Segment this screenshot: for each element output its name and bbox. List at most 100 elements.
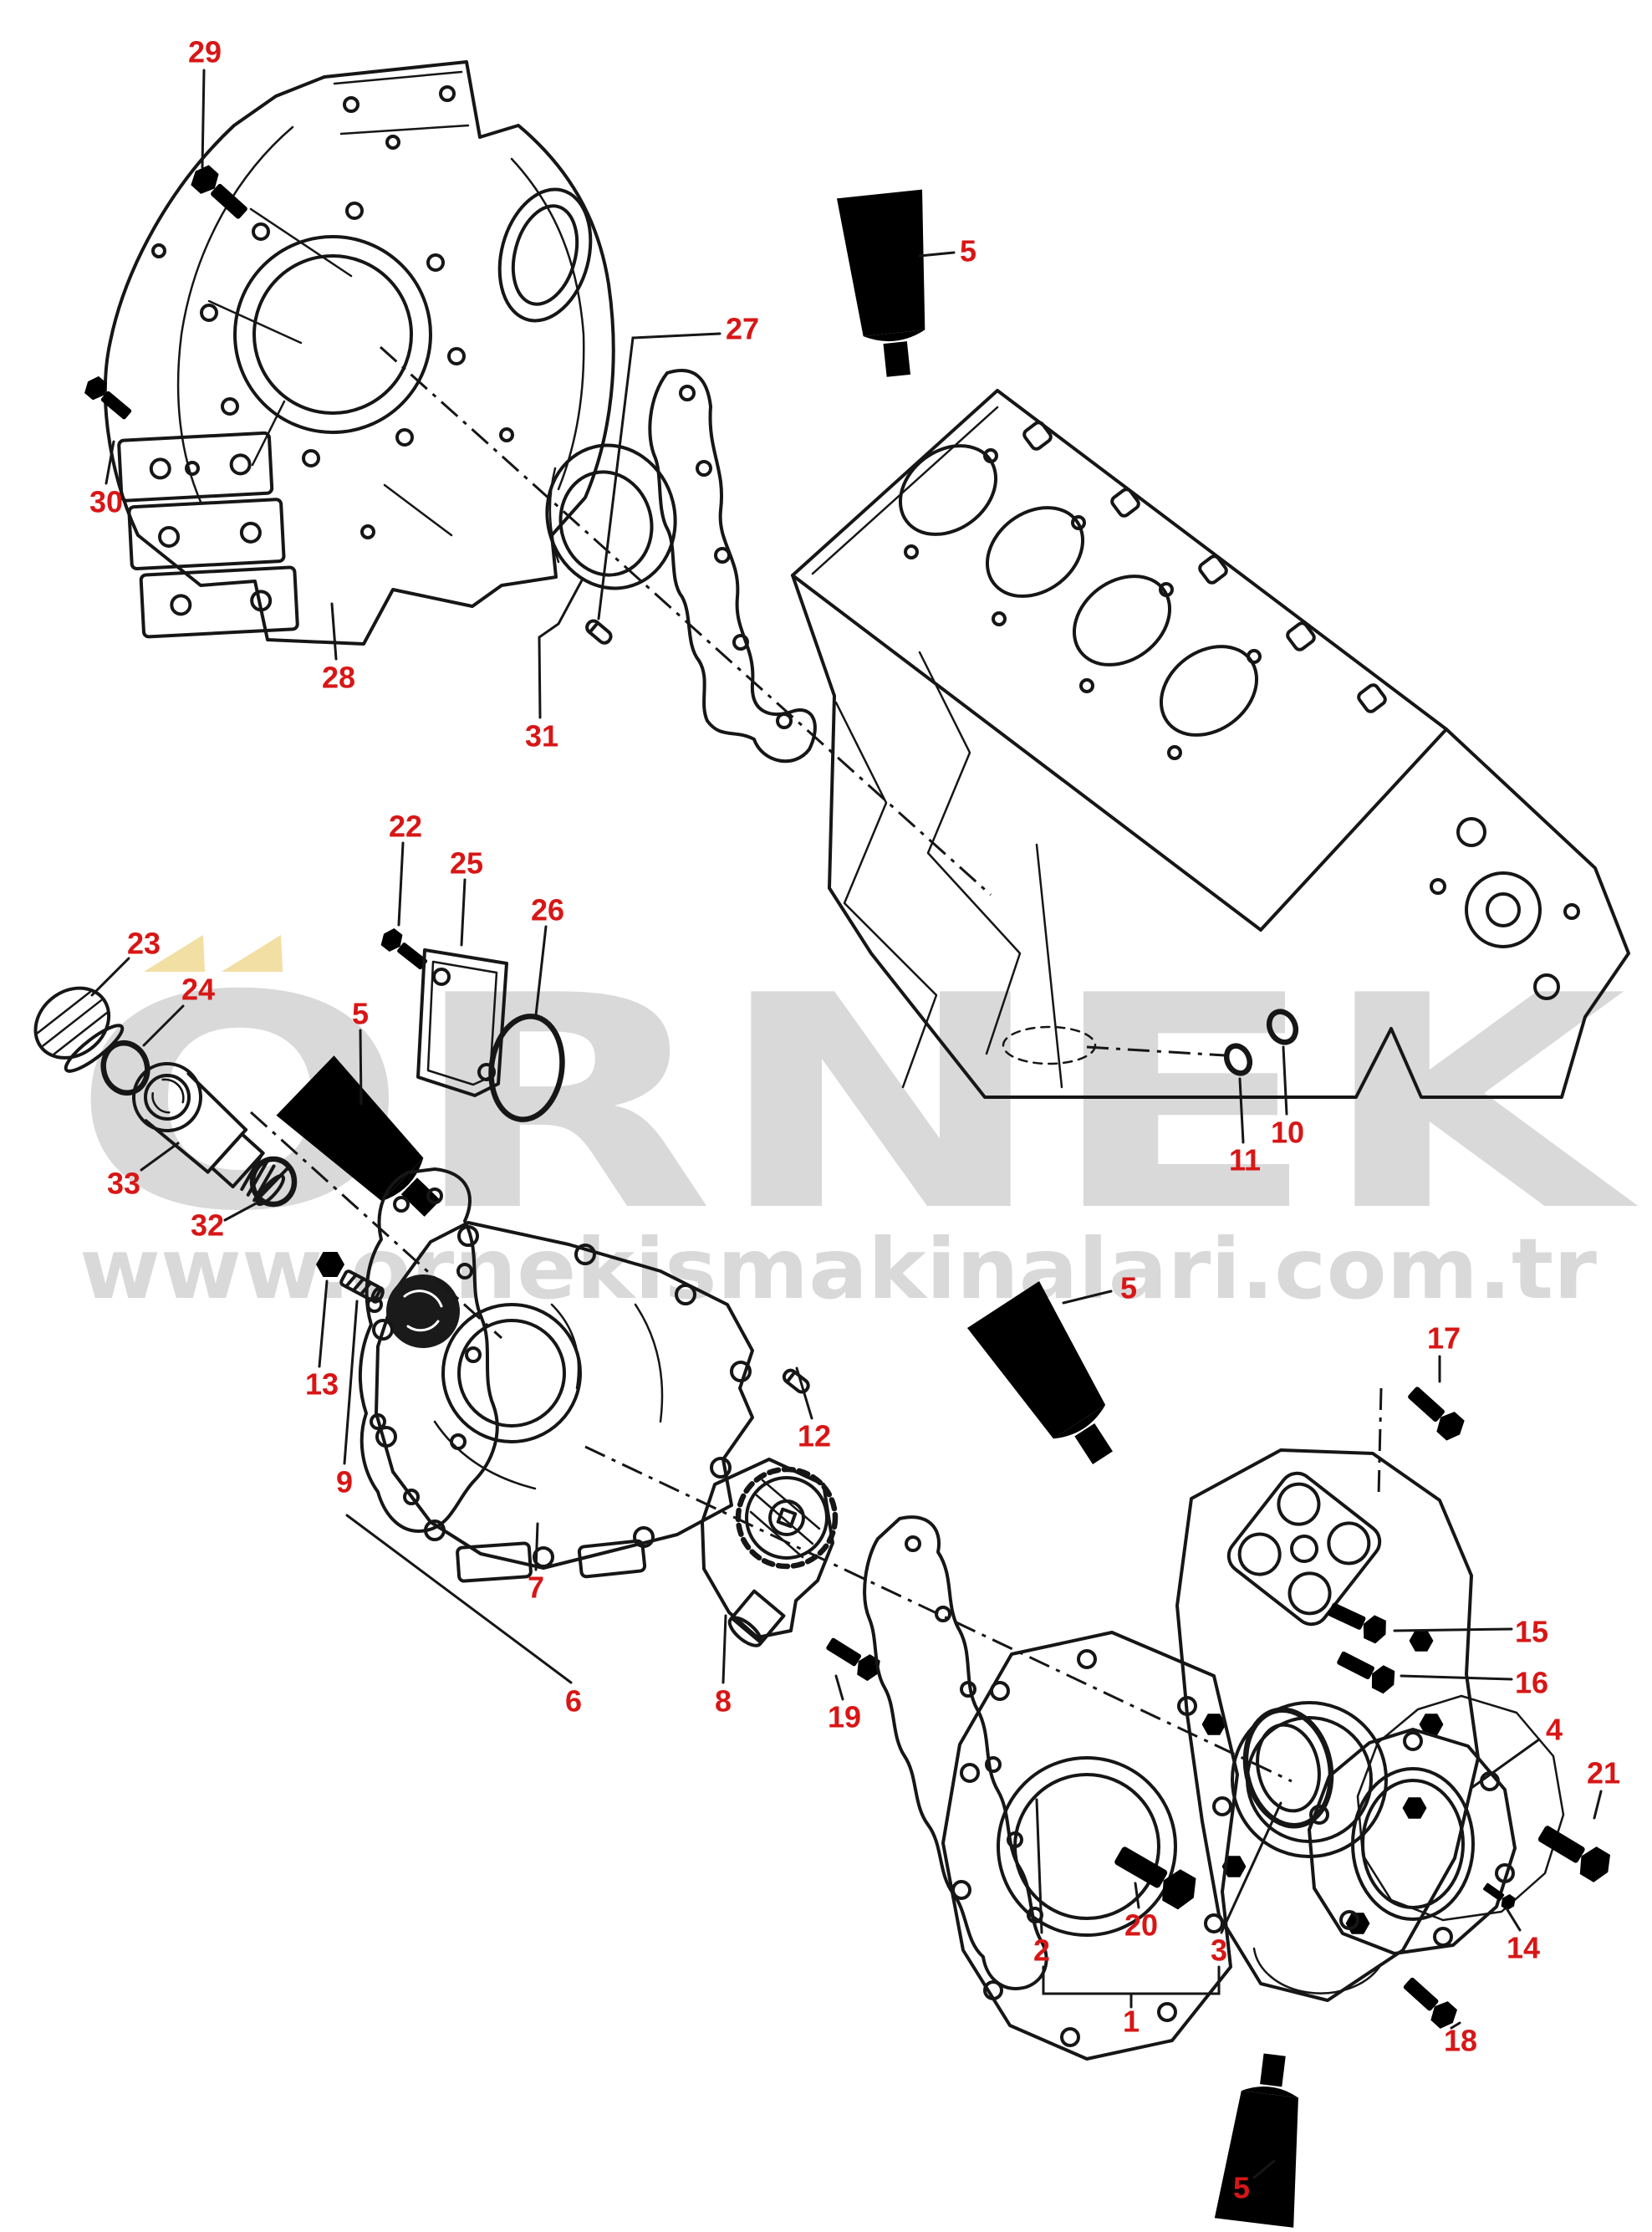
watermark-url-text: www.ornekismakinalari.com.tr bbox=[79, 1220, 1598, 1318]
callout-number-5: 5 bbox=[960, 234, 976, 268]
leader-line-5 bbox=[918, 251, 956, 258]
leader-line-14 bbox=[1505, 1907, 1522, 1932]
callout-number-30: 30 bbox=[89, 485, 123, 519]
leader-line-22 bbox=[397, 841, 405, 927]
bolt-29 bbox=[186, 161, 273, 243]
sealant-tube-bottom bbox=[1214, 2050, 1314, 2228]
centerline-5 bbox=[1086, 1045, 1226, 1057]
cover-plate-25 bbox=[416, 948, 508, 1097]
callout-number-16: 16 bbox=[1515, 1666, 1548, 1700]
callout-number-18: 18 bbox=[1444, 2024, 1477, 2058]
leader-line-13 bbox=[318, 1279, 329, 1368]
leader-line-18 bbox=[1450, 2021, 1461, 2030]
leader-line-6 bbox=[345, 1514, 573, 1684]
watermark-umlaut-triangle-left bbox=[144, 935, 205, 972]
callout-number-5: 5 bbox=[1120, 1271, 1137, 1305]
callout-number-23: 23 bbox=[127, 927, 161, 961]
leader-line-11 bbox=[1238, 1077, 1245, 1144]
callout-number-24: 24 bbox=[181, 973, 215, 1007]
o-ring-32 bbox=[249, 1156, 298, 1208]
callout-number-10: 10 bbox=[1271, 1116, 1304, 1150]
oil-seal-3 bbox=[1242, 1707, 1334, 1829]
bolt-21 bbox=[1505, 1801, 1617, 1887]
bolt-16 bbox=[1310, 1633, 1400, 1697]
bolt-18 bbox=[1379, 1954, 1461, 2033]
callout-number-13: 13 bbox=[305, 1367, 339, 1402]
centerline-2 bbox=[249, 1111, 503, 1340]
callout-number-20: 20 bbox=[1124, 1908, 1158, 1943]
callout-number-29: 29 bbox=[188, 35, 222, 69]
callout-number-1: 1 bbox=[1123, 2005, 1140, 2039]
callout-number-2: 2 bbox=[1033, 1933, 1050, 1968]
o-ring-24 bbox=[100, 1040, 150, 1096]
leader-line-29 bbox=[201, 69, 206, 169]
leader-line-33 bbox=[140, 1142, 180, 1172]
leader-line-26 bbox=[534, 925, 548, 1017]
callout-number-17: 17 bbox=[1427, 1321, 1461, 1356]
o-ring-26 bbox=[488, 1014, 565, 1122]
leader-line-30 bbox=[105, 440, 115, 485]
callout-number-19: 19 bbox=[828, 1700, 861, 1734]
leader-line-1 bbox=[1042, 1965, 1221, 1995]
callout-number-33: 33 bbox=[107, 1167, 140, 1201]
bolt-15 bbox=[1301, 1586, 1391, 1647]
leader-line-19 bbox=[834, 1674, 844, 1701]
callout-number-3: 3 bbox=[1211, 1933, 1227, 1968]
seal-ring-31 bbox=[545, 443, 677, 590]
callout-number-7: 7 bbox=[528, 1571, 544, 1605]
callout-number-5: 5 bbox=[1233, 2171, 1250, 2205]
bolt-20 bbox=[1077, 1820, 1203, 1914]
front-cover-plate bbox=[1175, 1448, 1480, 2002]
leader-line-5 bbox=[359, 1029, 363, 1106]
leader-line-5 bbox=[1252, 2159, 1276, 2179]
leader-line-25 bbox=[460, 878, 467, 947]
centerline-3 bbox=[584, 1445, 1293, 1783]
line-art bbox=[33, 60, 1630, 2228]
leader-line-8 bbox=[721, 1614, 727, 1684]
callout-number-15: 15 bbox=[1515, 1615, 1548, 1649]
leader-line-32 bbox=[223, 1200, 261, 1222]
filler-cap-23 bbox=[33, 986, 125, 1073]
leader-line-12 bbox=[795, 1366, 813, 1420]
leader-line-9 bbox=[343, 1300, 359, 1465]
leader-line-28 bbox=[330, 602, 338, 661]
callout-number-12: 12 bbox=[798, 1419, 831, 1453]
sealant-tube-top bbox=[836, 189, 941, 381]
callout-number-9: 9 bbox=[336, 1465, 353, 1499]
leader-line-16 bbox=[1400, 1674, 1513, 1681]
leader-line-5 bbox=[1062, 1290, 1113, 1305]
leader-line-24 bbox=[142, 1004, 185, 1047]
centerline-1 bbox=[379, 345, 992, 896]
leader-line-23 bbox=[90, 957, 130, 997]
leader-line-31 bbox=[538, 577, 584, 719]
dowel-pin-27 bbox=[585, 619, 613, 645]
callout-number-31: 31 bbox=[525, 719, 558, 753]
leader-line-10 bbox=[1282, 1045, 1288, 1116]
housing-mounting-pads bbox=[117, 431, 299, 639]
leader-line-4 bbox=[1470, 1738, 1541, 1790]
leader-line-27 bbox=[597, 332, 721, 621]
centerline-4 bbox=[1377, 1387, 1383, 1498]
engine-block bbox=[791, 389, 1630, 1099]
leader-line-15 bbox=[1393, 1627, 1513, 1632]
side-cover-4 bbox=[1308, 1728, 1517, 1955]
centerline-layer bbox=[249, 345, 1383, 1783]
flywheel-housing bbox=[103, 60, 615, 646]
stud-9 bbox=[339, 1269, 385, 1304]
leader-line-21 bbox=[1593, 1790, 1603, 1820]
callout-number-4: 4 bbox=[1546, 1713, 1563, 1747]
callout-number-14: 14 bbox=[1507, 1931, 1540, 1965]
callout-number-5: 5 bbox=[352, 997, 369, 1031]
callout-number-8: 8 bbox=[715, 1684, 732, 1719]
o-ring-11 bbox=[1223, 1043, 1253, 1076]
leader-line-2 bbox=[1035, 1798, 1043, 1934]
dowel-pin-12 bbox=[782, 1368, 810, 1394]
callout-number-6: 6 bbox=[565, 1684, 582, 1719]
bolt-30 bbox=[80, 373, 153, 439]
callout-number-11: 11 bbox=[1229, 1143, 1261, 1177]
bolt-17 bbox=[1382, 1362, 1469, 1445]
callout-number-25: 25 bbox=[450, 846, 483, 881]
